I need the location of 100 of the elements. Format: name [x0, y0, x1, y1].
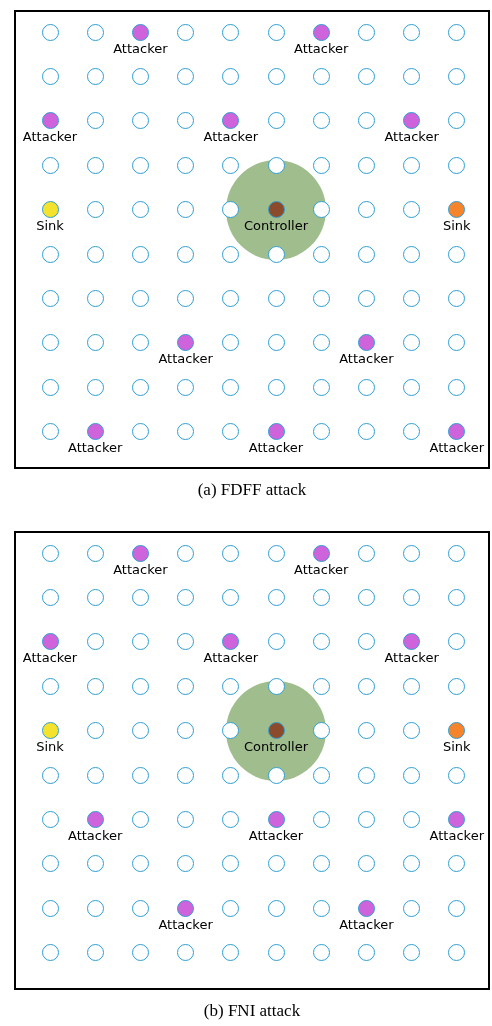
sensor-node-circle [357, 633, 375, 651]
sensor-node-circle [86, 156, 104, 174]
sensor-node-circle [357, 201, 375, 219]
figure-caption: (b) FNI attack [203, 1001, 301, 1021]
sensor-node-circle [312, 766, 330, 784]
sensor-node-circle [131, 677, 149, 695]
sensor-node-circle [131, 245, 149, 263]
sensor-node-circle [448, 855, 466, 873]
sensor-node-circle [222, 588, 240, 606]
sensor-node-circle [131, 633, 149, 651]
sensor-node-circle [177, 112, 195, 130]
sensor-node-circle [403, 245, 421, 263]
sensor-node-circle [86, 588, 104, 606]
sensor-node-circle [403, 810, 421, 828]
sensor-node-circle [41, 544, 59, 562]
node-label: Attacker [339, 351, 394, 367]
sensor-node-circle [41, 156, 59, 174]
sensor-node-circle [222, 67, 240, 85]
sensor-node-circle [312, 588, 330, 606]
sensor-node-circle [131, 855, 149, 873]
sensor-node-circle [41, 378, 59, 396]
sensor-node-circle [41, 334, 59, 352]
sensor-node-circle [41, 855, 59, 873]
sensor-node-circle [86, 544, 104, 562]
sensor-node-circle [41, 944, 59, 962]
sensor-node-circle [267, 633, 285, 651]
sensor-node-circle [448, 67, 466, 85]
sensor-node-circle [131, 722, 149, 740]
sensor-node-circle [222, 156, 240, 174]
sensor-node-circle [222, 855, 240, 873]
sensor-node-circle [86, 766, 104, 784]
sensor-node-circle [177, 544, 195, 562]
sensor-node-circle [131, 67, 149, 85]
sensor-node-circle [448, 334, 466, 352]
sensor-node-circle [267, 855, 285, 873]
node-label: Controller [244, 218, 308, 234]
sensor-node-circle [357, 677, 375, 695]
sensor-node-circle [448, 378, 466, 396]
sensor-node-circle [312, 944, 330, 962]
sensor-node-circle [222, 677, 240, 695]
sensor-node-circle [357, 112, 375, 130]
sensor-node-circle [86, 23, 104, 41]
sensor-node-circle [357, 289, 375, 307]
sensor-node-circle [357, 544, 375, 562]
sensor-node-circle [267, 544, 285, 562]
sensor-node-circle [357, 156, 375, 174]
sensor-node-circle [448, 156, 466, 174]
sensor-node-circle [222, 899, 240, 917]
sensor-node-circle [222, 289, 240, 307]
sensor-node-circle [177, 289, 195, 307]
sensor-node-circle [86, 677, 104, 695]
sensor-node-circle [448, 766, 466, 784]
sensor-node-circle [357, 722, 375, 740]
sensor-node-circle [177, 722, 195, 740]
sensor-node-circle [131, 766, 149, 784]
node-label: Sink [36, 218, 64, 234]
sensor-node-circle [403, 378, 421, 396]
node-label: Sink [443, 218, 471, 234]
sensor-node-circle [357, 423, 375, 441]
sensor-node-circle [222, 544, 240, 562]
node-label: Attacker [429, 827, 484, 843]
sensor-node-circle [131, 588, 149, 606]
sensor-node-circle [357, 855, 375, 873]
sensor-node-circle [222, 334, 240, 352]
sensor-node-circle [403, 23, 421, 41]
sensor-node-circle [177, 23, 195, 41]
sensor-node-circle [131, 201, 149, 219]
node-label: Attacker [294, 561, 349, 577]
sensor-node-circle [177, 810, 195, 828]
sensor-node-circle [448, 633, 466, 651]
sensor-node-circle [222, 378, 240, 396]
sensor-node-circle [448, 544, 466, 562]
sensor-node-circle [312, 677, 330, 695]
sensor-node-circle [86, 722, 104, 740]
sensor-node-circle [357, 766, 375, 784]
sensor-node-circle [403, 766, 421, 784]
sensor-node-circle [86, 289, 104, 307]
node-label: Attacker [429, 440, 484, 456]
sensor-node-circle [131, 334, 149, 352]
sensor-node-circle [312, 156, 330, 174]
sensor-node-circle [86, 201, 104, 219]
sensor-node-circle [131, 810, 149, 828]
sensor-node-circle [403, 156, 421, 174]
node-label: Attacker [158, 351, 213, 367]
sensor-node-circle [86, 112, 104, 130]
sensor-node-circle [267, 334, 285, 352]
sensor-node-circle [41, 245, 59, 263]
sensor-node-circle [131, 156, 149, 174]
sensor-node-circle [448, 289, 466, 307]
sensor-node-circle [177, 67, 195, 85]
sensor-node-circle [448, 944, 466, 962]
sensor-node-circle [177, 156, 195, 174]
sensor-node-circle [403, 67, 421, 85]
sensor-node-circle [177, 588, 195, 606]
sensor-node-circle [403, 334, 421, 352]
sensor-node-circle [403, 423, 421, 441]
sensor-node-circle [222, 766, 240, 784]
sensor-node-circle [357, 23, 375, 41]
sensor-node-circle [403, 944, 421, 962]
node-label: Attacker [203, 650, 258, 666]
